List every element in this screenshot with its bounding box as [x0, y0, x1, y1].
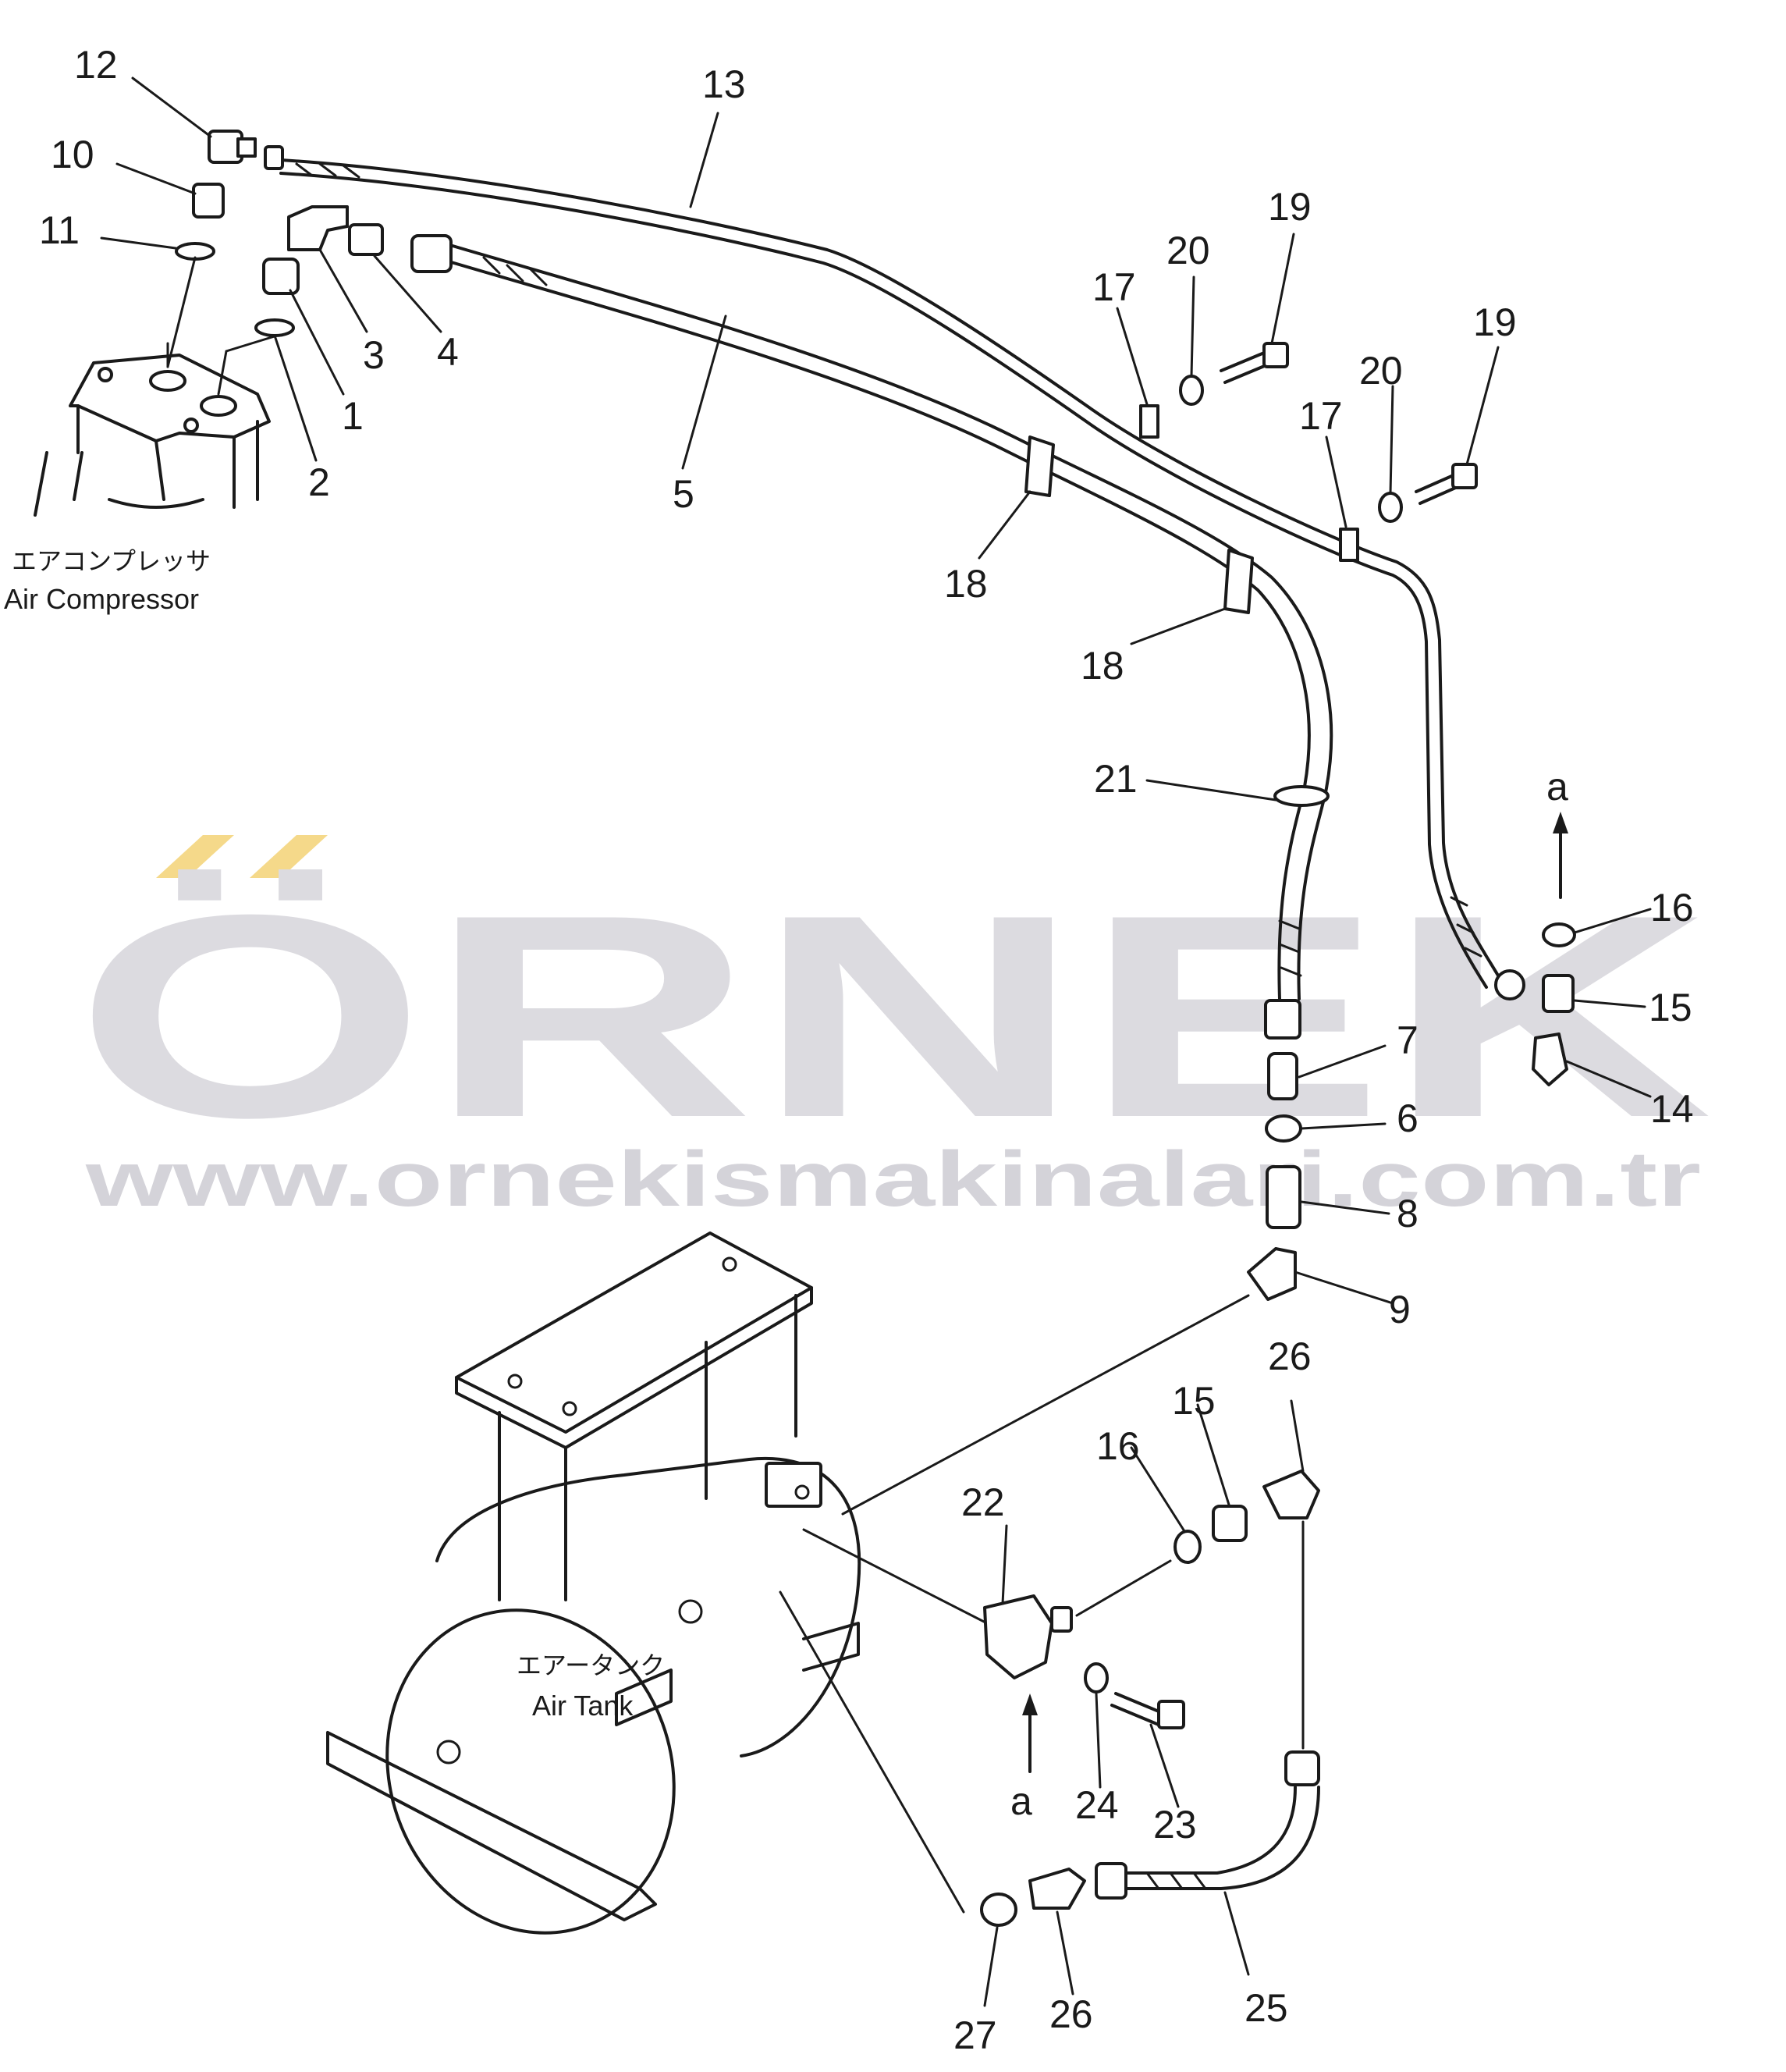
hose-25: [1095, 1750, 1320, 1900]
watermark: ÖRNEK www.ornekismakinalari.com.tr: [74, 835, 1713, 1223]
clamp-17-b: [1339, 528, 1359, 562]
callout-19: 19: [1473, 300, 1517, 344]
washer-16-b: [1174, 1530, 1202, 1564]
bolt-19-b: [1415, 463, 1478, 505]
callout-15: 15: [1649, 986, 1692, 1029]
view-marker-a-bottom: a: [1010, 1779, 1032, 1823]
bolt-23: [1110, 1692, 1185, 1729]
washer-6: [1265, 1114, 1302, 1143]
callout-12: 12: [74, 43, 118, 87]
callout-21: 21: [1094, 757, 1138, 801]
elbow-14: [1532, 1032, 1568, 1086]
washer-2: [254, 318, 295, 337]
callout-14: 14: [1650, 1087, 1694, 1131]
callout-25: 25: [1245, 1986, 1288, 2030]
watermark-umlaut-right: [250, 835, 328, 878]
connector-7: [1267, 1052, 1298, 1100]
callout-26: 26: [1049, 1992, 1093, 2036]
washer-24: [1084, 1662, 1109, 1693]
fitting-27: [980, 1893, 1017, 1927]
callout-19: 19: [1268, 185, 1312, 229]
line-to-22: [802, 1528, 989, 1625]
caption-tank-jp: エアータンク: [517, 1651, 665, 1680]
callout-24: 24: [1075, 1783, 1119, 1827]
callout-18: 18: [944, 562, 988, 606]
callout-27: 27: [953, 2013, 997, 2057]
fitting-12: [208, 130, 284, 170]
callout-5: 5: [673, 472, 694, 516]
callout-11: 11: [39, 208, 80, 252]
callout-22: 22: [961, 1480, 1005, 1524]
fitting-10: [192, 183, 225, 219]
callout-20: 20: [1359, 349, 1403, 393]
callout-10: 10: [51, 133, 94, 176]
clamp-21: [1273, 785, 1330, 807]
callout-17: 17: [1092, 265, 1136, 309]
valve-22: [983, 1559, 1172, 1679]
callout-6: 6: [1397, 1096, 1419, 1140]
callout-7: 7: [1397, 1018, 1419, 1062]
clamp-17-a: [1139, 404, 1159, 439]
washer-20-a: [1179, 375, 1204, 406]
watermark-umlaut-left: [156, 835, 234, 878]
connector-26-b: [1028, 1868, 1086, 1910]
view-marker-a-top: a: [1546, 765, 1568, 809]
adapter-1: [262, 258, 300, 295]
connector-4: [348, 223, 384, 256]
callout-9: 9: [1389, 1288, 1411, 1331]
callout-15: 15: [1172, 1379, 1216, 1423]
leader-lines: [100, 76, 1652, 2007]
washer-20-b: [1378, 492, 1403, 523]
caption-compressor-jp: エアコンプレッサ: [12, 546, 211, 576]
air-compressor: [34, 334, 279, 517]
callout-16: 16: [1096, 1424, 1140, 1468]
callout-8: 8: [1397, 1192, 1419, 1235]
clamp-18-a: [1024, 435, 1055, 497]
callout-2: 2: [308, 460, 330, 504]
callout-18: 18: [1081, 644, 1124, 688]
callout-13: 13: [702, 62, 746, 106]
connector-15-a: [1542, 974, 1575, 1013]
callout-23: 23: [1153, 1803, 1197, 1846]
elbow-9: [1247, 1247, 1297, 1301]
callout-17: 17: [1299, 394, 1343, 438]
callout-20: 20: [1166, 229, 1210, 272]
pipe-13: [279, 158, 1525, 1000]
watermark-url: www.ornekismakinalari.com.tr: [85, 1136, 1701, 1223]
clamp-18-b: [1223, 549, 1254, 614]
valve-8: [1266, 1165, 1301, 1229]
callout-3: 3: [363, 333, 385, 377]
elbow-26-a: [1262, 1470, 1320, 1519]
callout-1: 1: [342, 394, 364, 438]
hose-end-5: [1264, 999, 1301, 1040]
drain-line: [779, 1590, 965, 1914]
air-tank: [326, 1231, 861, 1935]
hose-nut-5: [410, 234, 453, 273]
caption-tank-en: Air Tank: [532, 1690, 634, 1722]
washer-16-a: [1542, 922, 1576, 947]
caption-compressor-en: Air Compressor: [4, 583, 199, 615]
elbow-3: [287, 205, 349, 251]
bolt-19-a: [1220, 342, 1289, 384]
callout-4: 4: [437, 330, 459, 374]
callouts: 12 10 11 3 4 1 2 13 5 17 17 20 20 19 19 …: [39, 43, 1694, 2057]
watermark-brand: ÖRNEK: [74, 855, 1713, 1178]
callout-16: 16: [1650, 886, 1694, 929]
callout-26: 26: [1268, 1335, 1312, 1378]
pipe-5: [447, 244, 1333, 1000]
pipe-9-to-tank: [841, 1294, 1250, 1516]
connector-15-b: [1212, 1505, 1248, 1542]
